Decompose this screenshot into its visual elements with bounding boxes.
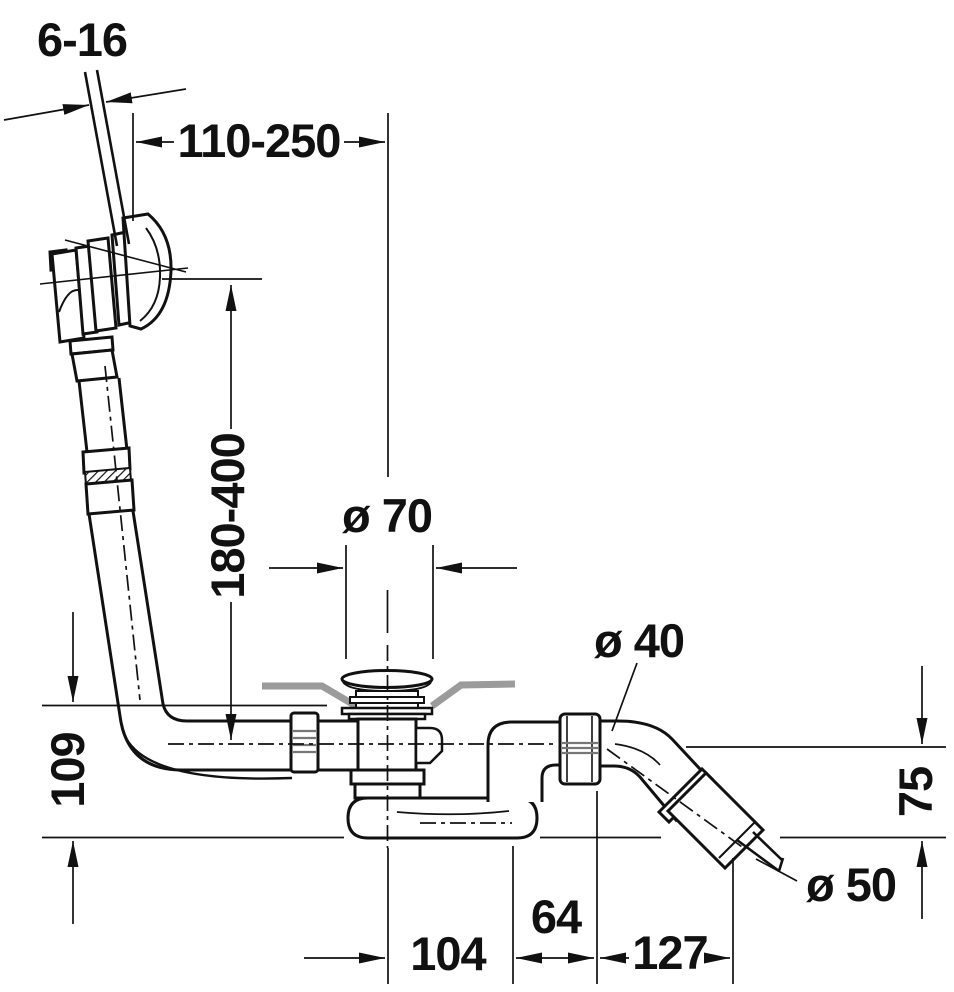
pipe-elbow-outer-contour <box>120 727 293 780</box>
drain-tee <box>349 717 444 800</box>
overflow-rotary-fitting <box>48 212 173 383</box>
pipe-union-nut-left <box>289 711 320 774</box>
label-outlet-offset: 64 <box>531 890 582 943</box>
tee-side-port <box>414 726 444 765</box>
trap-riser-elbow <box>486 720 562 802</box>
label-outlet-reach: 127 <box>632 926 707 979</box>
fitting-rotary-cap <box>121 212 173 331</box>
label-right-height: 75 <box>889 767 942 817</box>
outlet-union-nut <box>558 712 602 786</box>
overflow-pipe-axis <box>104 365 141 701</box>
bathtub-floor-section <box>262 680 516 713</box>
reference-lines <box>42 113 946 984</box>
dimension-lines <box>3 88 928 964</box>
fitting-disc <box>86 236 118 333</box>
control-cable <box>83 69 131 247</box>
outlet-axis <box>606 748 746 850</box>
label-horizontal-range: 110-250 <box>178 114 341 167</box>
label-drain-diameter: ø 70 <box>342 489 432 542</box>
label-trap-width: 104 <box>410 927 486 980</box>
fitting-pipe-nut <box>70 348 119 383</box>
centerlines <box>104 365 746 850</box>
leader-dia40 <box>611 662 638 732</box>
bottle-trap <box>346 796 539 840</box>
outlet-pipe-end <box>736 831 785 873</box>
label-left-height: 109 <box>41 732 94 807</box>
leader-dia50 <box>755 858 798 882</box>
label-connector-diameter: ø 50 <box>806 858 896 911</box>
label-cable-range: 6-16 <box>37 13 127 66</box>
label-vertical-range: 180-400 <box>201 433 254 599</box>
dim-6-16-right <box>105 88 187 104</box>
dim-6-16-left <box>3 104 90 121</box>
label-outlet-diameter: ø 40 <box>594 614 684 667</box>
overflow-pipe <box>77 377 358 780</box>
fitting-centerlines <box>39 239 189 285</box>
